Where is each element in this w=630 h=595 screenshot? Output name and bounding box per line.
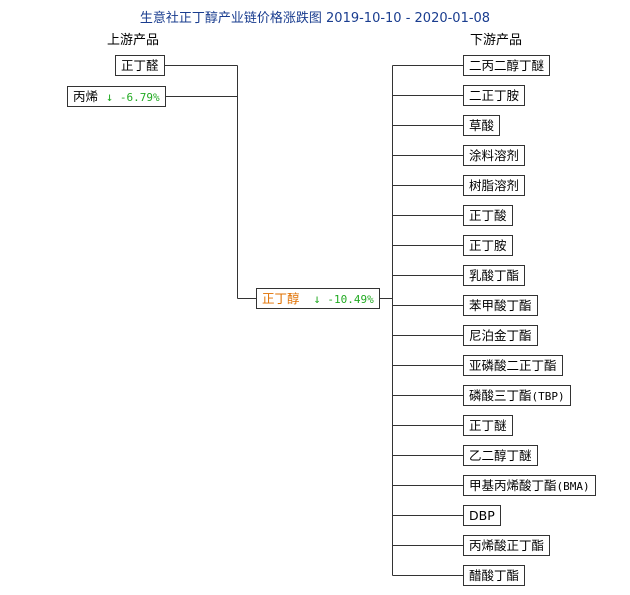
node-name: 二丙二醇丁醚: [469, 58, 545, 73]
node-name: 苯甲酸丁酯: [469, 298, 532, 313]
downstream-node-di-n-butylamine[interactable]: 二正丁胺: [463, 85, 526, 106]
node-name: 二正丁胺: [469, 88, 520, 103]
node-name: 树脂溶剂: [469, 178, 520, 193]
center-node-n-butanol[interactable]: 正丁醇 ↓ -10.49%: [256, 288, 380, 309]
downstream-node-coating-solvent[interactable]: 涂料溶剂: [463, 145, 526, 166]
node-name: 磷酸三丁酯: [469, 388, 532, 403]
downstream-heading: 下游产品: [470, 33, 523, 48]
node-name: 乳酸丁酯: [469, 268, 520, 283]
downstream-node-n-butyric-acid[interactable]: 正丁酸: [463, 205, 513, 226]
downstream-node-dipropylene-glycol-butyl-ether[interactable]: 二丙二醇丁醚: [463, 55, 551, 76]
downstream-node-oxalic-acid[interactable]: 草酸: [463, 115, 501, 136]
node-name: 正丁醚: [469, 418, 507, 433]
downstream-node-tributyl-phosphate[interactable]: 磷酸三丁酯(TBP): [463, 385, 571, 406]
node-name: DBP: [469, 508, 495, 523]
price-change: ↓ -10.49%: [313, 292, 374, 306]
node-abbreviation: (BMA): [556, 480, 590, 493]
downstream-node-n-butylamine[interactable]: 正丁胺: [463, 235, 513, 256]
downstream-node-butylparaben[interactable]: 尼泊金丁酯: [463, 325, 538, 346]
down-arrow-icon: ↓: [313, 292, 321, 306]
node-name: 丙烯酸正丁酯: [469, 538, 545, 553]
node-name: 正丁酸: [469, 208, 507, 223]
node-name: 尼泊金丁酯: [469, 328, 532, 343]
node-name: 亚磷酸二正丁酯: [469, 358, 557, 373]
downstream-node-dbp[interactable]: DBP: [463, 505, 501, 526]
node-name: 乙二醇丁醚: [469, 448, 532, 463]
node-name: 正丁胺: [469, 238, 507, 253]
upstream-node-propylene[interactable]: 丙烯 ↓ -6.79%: [67, 86, 166, 107]
downstream-node-butyl-acetate[interactable]: 醋酸丁酯: [463, 565, 526, 586]
page-title: 生意社正丁醇产业链价格涨跌图 2019-10-10 - 2020-01-08: [139, 11, 491, 26]
downstream-node-butyl-lactate[interactable]: 乳酸丁酯: [463, 265, 526, 286]
node-name: 正丁醇: [262, 291, 300, 306]
price-change: ↓ -6.79%: [106, 90, 160, 104]
node-name: 正丁醛: [121, 58, 159, 73]
downstream-node-n-butyl-acrylate[interactable]: 丙烯酸正丁酯: [463, 535, 551, 556]
node-name: 草酸: [469, 118, 495, 133]
node-name: 涂料溶剂: [469, 148, 520, 163]
node-name: 甲基丙烯酸丁酯: [469, 478, 557, 493]
downstream-node-resin-solvent[interactable]: 树脂溶剂: [463, 175, 526, 196]
node-name: 丙烯: [73, 89, 99, 104]
upstream-heading: 上游产品: [107, 33, 160, 48]
node-name: 醋酸丁酯: [469, 568, 520, 583]
upstream-node-n-butyraldehyde[interactable]: 正丁醛: [115, 55, 165, 76]
downstream-node-ethylene-glycol-butyl-ether[interactable]: 乙二醇丁醚: [463, 445, 538, 466]
node-abbreviation: (TBP): [531, 390, 565, 403]
down-arrow-icon: ↓: [106, 90, 114, 104]
downstream-node-di-n-butyl-phosphite[interactable]: 亚磷酸二正丁酯: [463, 355, 563, 376]
downstream-node-butyl-benzoate[interactable]: 苯甲酸丁酯: [463, 295, 538, 316]
downstream-node-butyl-methacrylate[interactable]: 甲基丙烯酸丁酯(BMA): [463, 475, 596, 496]
downstream-node-n-butyl-ether[interactable]: 正丁醚: [463, 415, 513, 436]
